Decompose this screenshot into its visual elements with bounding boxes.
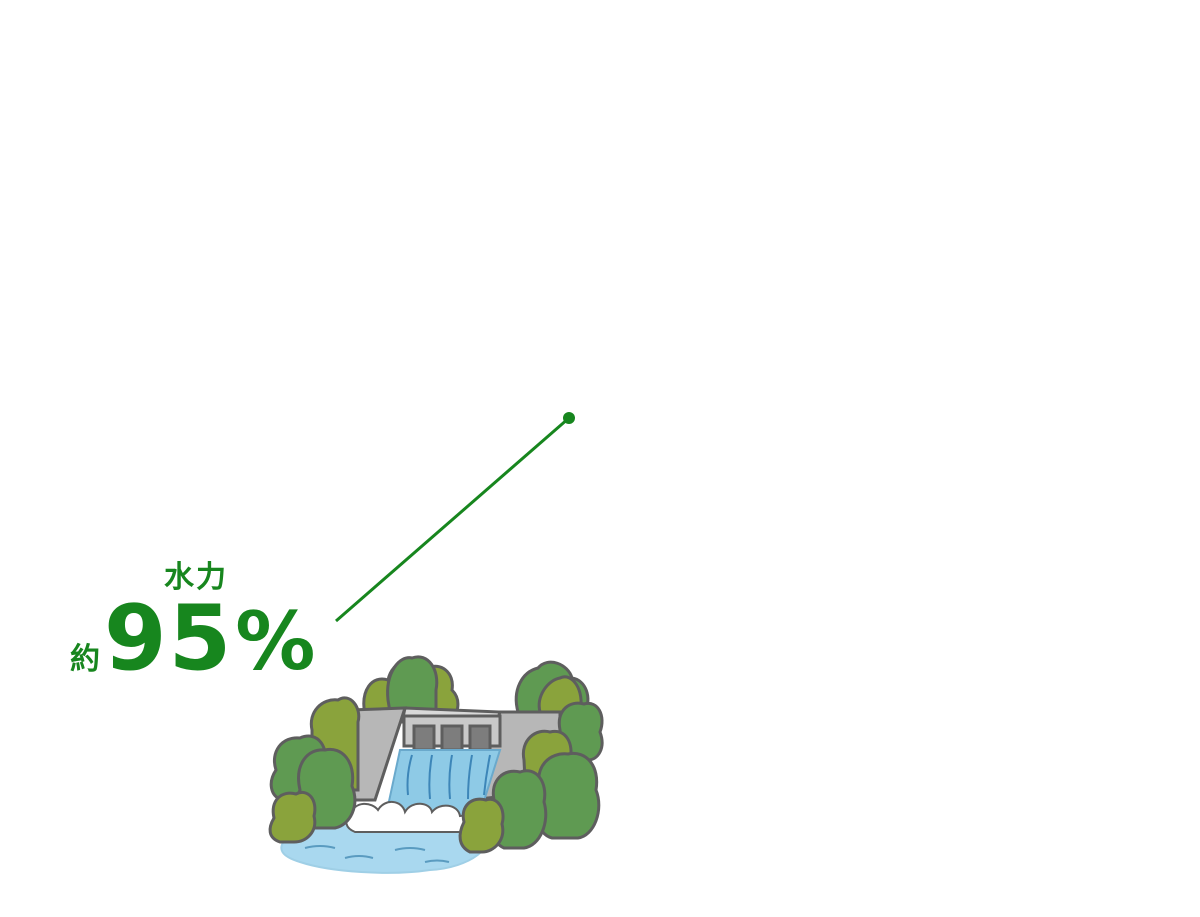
back-trees bbox=[362, 655, 590, 724]
leader-dot bbox=[563, 412, 575, 424]
percent-sign: % bbox=[235, 595, 316, 688]
percentage-value: 約95% bbox=[70, 594, 315, 684]
percentage-number: 95 bbox=[104, 586, 234, 691]
approx-prefix: 約 bbox=[70, 642, 100, 677]
callout-label: 水力 約95% bbox=[64, 550, 334, 700]
splash-foam bbox=[345, 801, 470, 833]
front-right-trees bbox=[458, 701, 604, 854]
front-left-trees bbox=[268, 696, 361, 844]
water-ripples bbox=[304, 845, 450, 863]
category-label: 水力 bbox=[164, 560, 228, 595]
leader-line bbox=[335, 416, 570, 623]
